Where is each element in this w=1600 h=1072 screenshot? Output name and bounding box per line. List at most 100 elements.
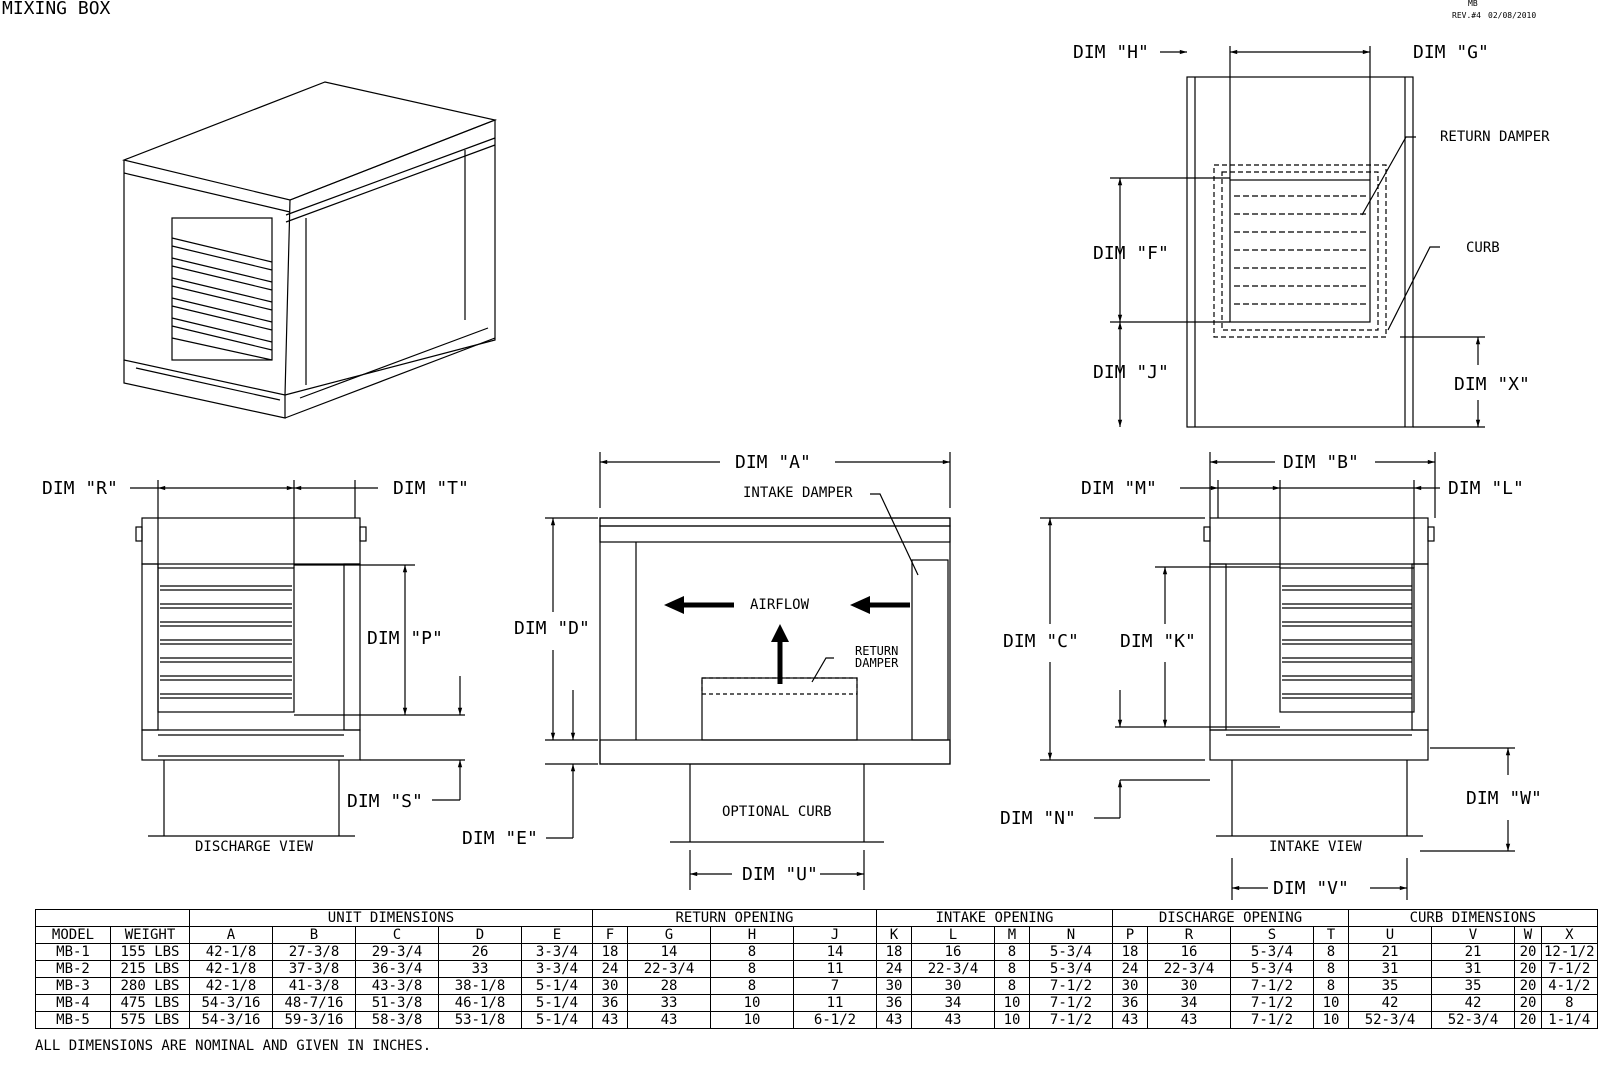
table-cell: 8 [994, 943, 1030, 961]
table-cell: 24 [876, 960, 912, 978]
return-damper-front-label-1: RETURN [855, 644, 899, 658]
column-header: W [1514, 926, 1542, 944]
table-cell: 20 [1514, 994, 1542, 1012]
table-cell: 43 [876, 1011, 912, 1029]
table-cell: 10 [710, 994, 794, 1012]
airflow-label: AIRFLOW [750, 597, 810, 613]
airflow-arrows [680, 602, 910, 684]
table-cell: 30 [1112, 977, 1148, 995]
table-cell: 22-3/4 [627, 960, 711, 978]
column-header: N [1029, 926, 1113, 944]
table-cell: 43 [1112, 1011, 1148, 1029]
table-cell: 8 [994, 960, 1030, 978]
table-cell: 35 [1431, 977, 1515, 995]
table-cell: 7-1/2 [1029, 994, 1113, 1012]
table-cell: 27-3/8 [272, 943, 356, 961]
column-header: R [1147, 926, 1231, 944]
dimensions-table: UNIT DIMENSIONS RETURN OPENING INTAKE OP… [35, 909, 1598, 1029]
table-footnote: ALL DIMENSIONS ARE NOMINAL AND GIVEN IN … [35, 1038, 432, 1054]
table-cell: 33 [627, 994, 711, 1012]
table-cell: 5-3/4 [1230, 943, 1314, 961]
table-cell: 6-1/2 [793, 1011, 877, 1029]
table-cell: 43 [627, 1011, 711, 1029]
table-cell: 4-1/2 [1541, 977, 1598, 995]
table-cell: 20 [1514, 977, 1542, 995]
table-cell: 215 LBS [110, 960, 190, 978]
dim-x-label: DIM "X" [1454, 374, 1530, 395]
table-cell: 24 [592, 960, 628, 978]
table-cell: 8 [710, 977, 794, 995]
column-header: MODEL [35, 926, 111, 944]
table-cell: 34 [1147, 994, 1231, 1012]
column-header: D [438, 926, 522, 944]
dim-v-label: DIM "V" [1273, 878, 1349, 899]
curb-label: CURB [1466, 240, 1500, 256]
discharge-view-drawing [130, 480, 465, 837]
table-cell: 53-1/8 [438, 1011, 522, 1029]
table-cell: 5-3/4 [1230, 960, 1314, 978]
table-cell: MB-3 [35, 977, 111, 995]
table-cell: 54-3/16 [189, 994, 273, 1012]
table-cell: 16 [1147, 943, 1231, 961]
table-cell: 18 [876, 943, 912, 961]
table-cell: 18 [592, 943, 628, 961]
table-cell: 37-3/8 [272, 960, 356, 978]
table-cell: 8 [710, 943, 794, 961]
table-cell: 8 [1541, 994, 1598, 1012]
table-cell: 41-3/8 [272, 977, 356, 995]
discharge-view-label: DISCHARGE VIEW [195, 839, 314, 855]
table-cell: 54-3/16 [189, 1011, 273, 1029]
dim-r-label: DIM "R" [42, 478, 118, 499]
dim-n-label: DIM "N" [1000, 808, 1076, 829]
table-cell: 5-1/4 [521, 977, 593, 995]
table-cell: 10 [1313, 994, 1349, 1012]
table-cell: 20 [1514, 1011, 1542, 1029]
table-cell: 280 LBS [110, 977, 190, 995]
table-cell: 14 [793, 943, 877, 961]
table-cell: 7-1/2 [1029, 977, 1113, 995]
table-cell: 52-3/4 [1431, 1011, 1515, 1029]
table-cell: 8 [710, 960, 794, 978]
drawing-code: MB [1468, 0, 1478, 8]
table-cell: 21 [1348, 943, 1432, 961]
table-cell: 5-1/4 [521, 994, 593, 1012]
table-corner [35, 909, 190, 927]
table-cell: 12-1/2 [1541, 943, 1598, 961]
table-cell: 155 LBS [110, 943, 190, 961]
column-header: WEIGHT [110, 926, 190, 944]
table-cell: 30 [876, 977, 912, 995]
table-cell: 43 [592, 1011, 628, 1029]
group-header: CURB DIMENSIONS [1348, 909, 1598, 927]
table-cell: 43-3/8 [355, 977, 439, 995]
table-cell: 10 [994, 994, 1030, 1012]
group-header: RETURN OPENING [592, 909, 877, 927]
table-cell: 10 [710, 1011, 794, 1029]
table-cell: 22-3/4 [911, 960, 995, 978]
front-view-drawing [545, 452, 951, 890]
table-cell: 18 [1112, 943, 1148, 961]
table-cell: 20 [1514, 960, 1542, 978]
column-header: J [793, 926, 877, 944]
column-header: X [1541, 926, 1598, 944]
dim-d-label: DIM "D" [514, 618, 590, 639]
group-header: UNIT DIMENSIONS [189, 909, 593, 927]
dim-c-label: DIM "C" [1003, 631, 1079, 652]
table-cell: 59-3/16 [272, 1011, 356, 1029]
return-damper-label: RETURN DAMPER [1440, 129, 1550, 145]
column-header: E [521, 926, 593, 944]
column-header: T [1313, 926, 1349, 944]
table-group-row: UNIT DIMENSIONS RETURN OPENING INTAKE OP… [35, 909, 1598, 927]
table-cell: 11 [793, 994, 877, 1012]
table-cell: 42-1/8 [189, 960, 273, 978]
table-cell: 58-3/8 [355, 1011, 439, 1029]
intake-damper-label: INTAKE DAMPER [743, 485, 853, 501]
drawing-canvas [121, 46, 1515, 900]
table-cell: 29-3/4 [355, 943, 439, 961]
column-header: H [710, 926, 794, 944]
table-cell: 30 [1147, 977, 1231, 995]
table-cell: 36 [876, 994, 912, 1012]
table-cell: 31 [1431, 960, 1515, 978]
